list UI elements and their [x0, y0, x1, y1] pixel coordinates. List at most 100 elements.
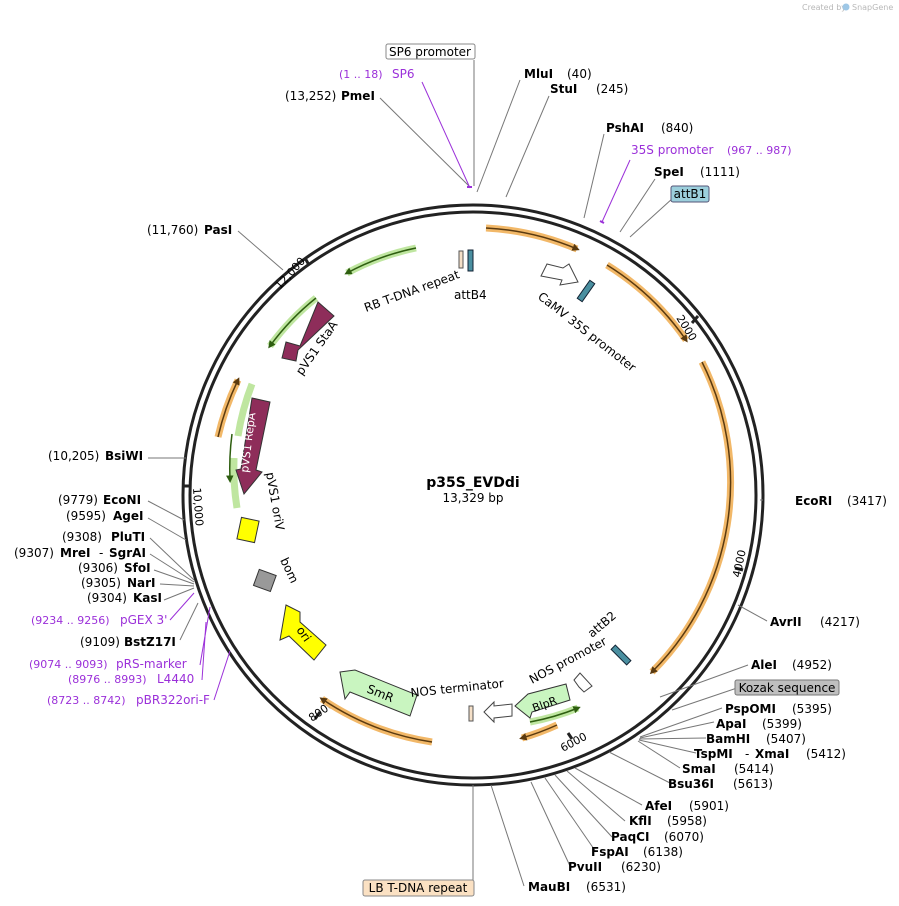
site-name-2: SgrAI: [109, 546, 146, 560]
attb1-feature: [576, 279, 596, 303]
site-pos: (840): [661, 121, 693, 135]
site-name: EcoRI: [795, 494, 832, 508]
nos-promoter-label: NOS promoter: [527, 634, 609, 687]
site-name: PvuII: [568, 860, 602, 874]
tick-label-6000: 6000: [558, 730, 589, 755]
site-name: AleI: [751, 658, 777, 672]
site-pos: (13,252): [285, 89, 336, 103]
feature-arc-1: [485, 224, 579, 253]
site-name: MluI: [524, 67, 553, 81]
attb2-feature: [610, 644, 632, 666]
primer-labels: (1 .. 18) SP6 (967 .. 987) 35S promoter …: [29, 67, 792, 707]
pvs1-repa-arrow: [235, 397, 271, 496]
inner-features: [235, 249, 632, 724]
primer-range: (8976 .. 8993): [68, 673, 147, 686]
blpr-arrow: [514, 683, 571, 719]
site-pos: (10,205): [48, 449, 99, 463]
feature-arc-5: [320, 696, 433, 746]
sites-top: MluI (40) StuI (245) PshAI (840) SpeI (1…: [524, 67, 740, 179]
site-name: AgeI: [113, 509, 143, 523]
backbone-inner-ring: [188, 210, 758, 780]
site-pos: (6070): [664, 830, 704, 844]
primer-name: L4440: [157, 672, 194, 686]
site-name: SpeI: [654, 165, 684, 179]
primer-range: (967 .. 987): [727, 144, 792, 157]
primer-range: (9074 .. 9093): [29, 658, 108, 671]
snapgene-logo-icon: [842, 3, 850, 11]
site-name: KasI: [133, 591, 162, 605]
site-pos: (6138): [643, 845, 683, 859]
feature-arc-7: [345, 244, 417, 277]
orange-feature-arcs: [214, 224, 735, 746]
site-name: TspMI: [694, 747, 733, 761]
lb-repeat-label: LB T-DNA repeat: [369, 881, 468, 895]
primer-name: SP6: [392, 67, 415, 81]
feature-arc-2: [605, 262, 689, 342]
feature-arc-9: [234, 382, 256, 437]
site-pos: (1111): [700, 165, 740, 179]
attb1-box-label: attB1: [674, 187, 707, 201]
site-name: MauBI: [528, 880, 570, 894]
feature-arc-3: [649, 360, 735, 675]
site-pos: (4952): [792, 658, 832, 672]
smr-arrow: [339, 669, 418, 717]
site-name: StuI: [550, 82, 577, 96]
sp6-promoter-box: [385, 43, 476, 60]
site-pos: (5613): [733, 777, 773, 791]
plasmid-size: 13,329 bp: [442, 491, 503, 505]
site-pos: (9307): [14, 546, 54, 560]
site-name: MreI: [60, 546, 90, 560]
site-pos: (5399): [762, 717, 802, 731]
nos-promoter-arrow: [573, 672, 593, 693]
nos-terminator-arrow: [483, 700, 513, 724]
lb-repeat-box: [362, 879, 475, 897]
site-name: NarI: [127, 576, 156, 590]
site-pos: (5395): [792, 702, 832, 716]
credit-brand: SnapGene: [852, 3, 893, 12]
site-name: AfeI: [645, 799, 672, 813]
kozak-label: Kozak sequence: [739, 681, 836, 695]
site-pos: (6230): [621, 860, 661, 874]
rb-repeat-feature: [458, 250, 464, 269]
nos-terminator-feature: [468, 705, 474, 722]
pvs1-oriv-label: pVS1 oriV: [263, 471, 287, 532]
site-pos: (9305): [81, 576, 121, 590]
inner-labels: RB T-DNA repeat attB4 CaMV 35S promoter …: [238, 267, 639, 715]
site-dash: -: [745, 747, 749, 761]
site-name: EcoNI: [103, 493, 141, 507]
bom-feature: [252, 568, 277, 593]
site-name: BamHI: [706, 732, 750, 746]
site-name: KflI: [629, 814, 652, 828]
kozak-box: [734, 679, 840, 696]
site-pos: (3417): [847, 494, 887, 508]
nos-terminator-label: NOS terminator: [410, 676, 505, 700]
feature-arc-10: [230, 457, 241, 509]
site-name: AvrII: [770, 615, 802, 629]
site-name: PmeI: [341, 89, 375, 103]
sites-right: EcoRI (3417) AvrII (4217) AleI (4952) Ps…: [528, 494, 887, 894]
site-name: Bsu36I: [668, 777, 714, 791]
attb4-label: attB4: [454, 288, 487, 302]
site-pos: (40): [567, 67, 592, 81]
site-name: PluTI: [111, 530, 145, 544]
site-name-2: XmaI: [755, 747, 789, 761]
primer-name: 35S promoter: [631, 143, 713, 157]
site-name: PasI: [204, 223, 232, 237]
credit-text: Created by: [802, 3, 846, 12]
bom-label: bom: [277, 555, 301, 585]
boxed-labels: SP6 promoter attB1 Kozak sequence LB T-D…: [362, 43, 840, 897]
camv-promoter-arrow: [540, 263, 579, 286]
site-pos: (6531): [586, 880, 626, 894]
site-pos: (9308): [62, 530, 102, 544]
site-pos: (245): [596, 82, 628, 96]
site-pos: (5414): [734, 762, 774, 776]
site-pos: (5412): [806, 747, 846, 761]
tick-label-12000: 12,000: [273, 255, 308, 292]
site-name: PspOMI: [725, 702, 776, 716]
primer-name: pGEX 3': [120, 613, 167, 627]
leader-lines: [147, 60, 768, 887]
primer-range: (8723 .. 8742): [47, 694, 126, 707]
ori-arrow: [279, 604, 327, 661]
pvs1-oriv-feature: [236, 516, 260, 544]
site-name: SmaI: [682, 762, 716, 776]
